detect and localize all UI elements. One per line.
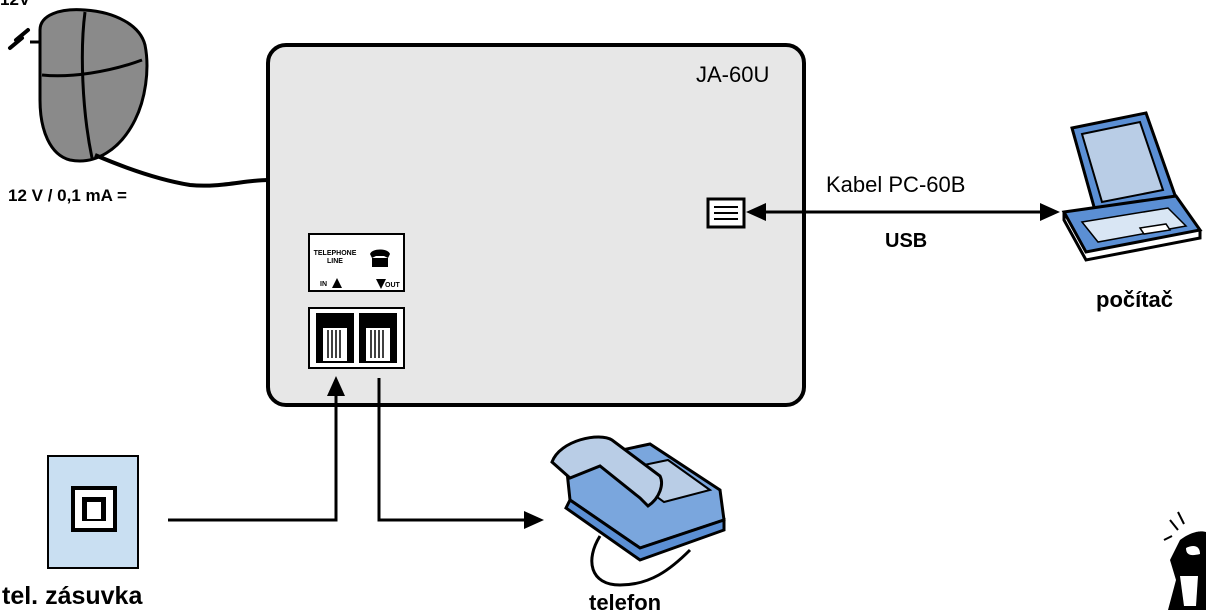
- panel-title-line2: LINE: [327, 258, 343, 265]
- phone-label: telefon: [589, 590, 662, 615]
- laptop-icon: [1061, 111, 1203, 262]
- phone-line-arrow: [377, 378, 544, 529]
- cable-type-label: USB: [885, 230, 928, 252]
- power-adapter: [8, 8, 269, 188]
- panel-title-line1: TELEPHONE: [313, 250, 357, 257]
- panel-in-label: IN: [320, 281, 327, 288]
- rj-jacks: [308, 307, 405, 369]
- cable-name-label: Kabel PC-60B: [826, 172, 966, 197]
- mascot-icon: [1163, 511, 1206, 610]
- usb-port: [706, 197, 746, 229]
- usb-cable-arrow: [746, 203, 1060, 221]
- panel-out-label: OUT: [385, 282, 400, 289]
- device-name-label: JA-60U: [696, 62, 770, 87]
- computer-label: počítač: [1096, 287, 1174, 312]
- telephone-icon: [550, 435, 726, 587]
- power-spec-label: 12 V / 0,1 mA =: [8, 186, 127, 205]
- socket-label: tel. zásuvka: [2, 582, 143, 610]
- top-cut-label: 12V: [0, 0, 30, 10]
- socket-line-arrow: [168, 376, 345, 522]
- telephone-line-panel: [308, 233, 405, 292]
- wall-socket-icon: [47, 455, 139, 569]
